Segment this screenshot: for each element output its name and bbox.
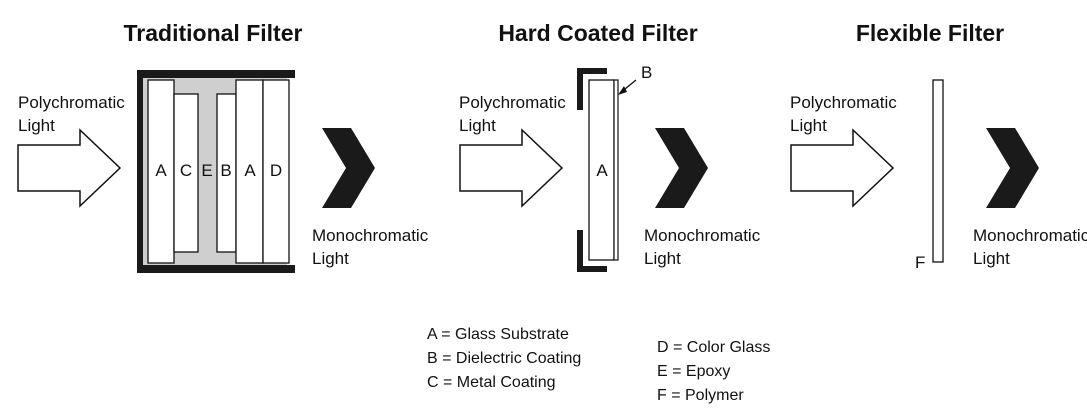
legend-item: F = Polymer	[657, 387, 744, 404]
traditional-layer-label: A	[244, 161, 256, 180]
flexible-output-label-line2: Light	[973, 249, 1010, 268]
traditional-layer-d-colorglass	[262, 79, 290, 264]
traditional-layer-label: C	[180, 161, 192, 180]
hard-coated-dielectric-coating	[613, 79, 619, 261]
traditional-housing-top	[137, 70, 295, 78]
traditional-filter-title: Traditional Filter	[124, 20, 303, 46]
legend-item: B = Dielectric Coating	[427, 350, 581, 367]
hard-coated-bottom-bracket	[577, 230, 607, 272]
traditional-layer-label: A	[155, 161, 167, 180]
traditional-housing-bottom	[137, 265, 295, 273]
hard-coated-input-label-line1: Polychromatic	[459, 93, 566, 112]
flexible-output-chevron-icon	[986, 128, 1039, 208]
hard-coated-input-arrow-icon	[459, 128, 564, 208]
hard-coated-output-label-line2: Light	[644, 249, 681, 268]
traditional-filter-panel: Polychromatic Light A C E B A D Monochro…	[17, 70, 429, 273]
hard-coated-filter-panel: Polychromatic Light A B Monochromatic Li…	[459, 63, 761, 272]
legend-item: A = Glass Substrate	[427, 326, 569, 343]
traditional-input-arrow-icon	[17, 128, 122, 208]
hard-coated-pointer-label: B	[641, 63, 652, 82]
flexible-polymer-film	[932, 79, 944, 263]
traditional-output-label-line1: Monochromatic	[312, 226, 429, 245]
legend-item: D = Color Glass	[657, 339, 770, 356]
flexible-film-label: F	[915, 253, 925, 272]
legend: A = Glass Substrate B = Dielectric Coati…	[427, 326, 770, 404]
traditional-layer-label: D	[270, 161, 282, 180]
hard-coated-output-chevron-icon	[655, 128, 708, 208]
hard-coated-pointer-arrowhead-icon	[618, 86, 627, 95]
legend-item: C = Metal Coating	[427, 374, 556, 391]
hard-coated-glass-substrate	[588, 79, 615, 261]
traditional-layer-label: B	[220, 161, 231, 180]
hard-coated-input-label-line2: Light	[459, 116, 496, 135]
flexible-input-label-line2: Light	[790, 116, 827, 135]
hard-coated-layer-label: A	[596, 161, 608, 180]
traditional-housing-left-wall	[137, 75, 143, 273]
traditional-output-chevron-icon	[322, 128, 375, 208]
legend-item: E = Epoxy	[657, 363, 730, 380]
hard-coated-filter-title: Hard Coated Filter	[498, 20, 697, 46]
traditional-input-label-line1: Polychromatic	[18, 93, 125, 112]
hard-coated-top-bracket	[577, 68, 607, 110]
traditional-layer-c-metal	[173, 93, 199, 253]
traditional-layer-label: E	[201, 161, 212, 180]
flexible-filter-panel: Polychromatic Light F Monochromatic Ligh…	[790, 79, 1087, 272]
traditional-output-label-line2: Light	[312, 249, 349, 268]
flexible-input-arrow-icon	[790, 128, 895, 208]
flexible-filter-title: Flexible Filter	[856, 20, 1004, 46]
traditional-layer-a-glass	[147, 79, 175, 264]
hard-coated-output-label-line1: Monochromatic	[644, 226, 761, 245]
flexible-input-label-line1: Polychromatic	[790, 93, 897, 112]
traditional-input-label-line2: Light	[18, 116, 55, 135]
flexible-output-label-line1: Monochromatic	[973, 226, 1087, 245]
